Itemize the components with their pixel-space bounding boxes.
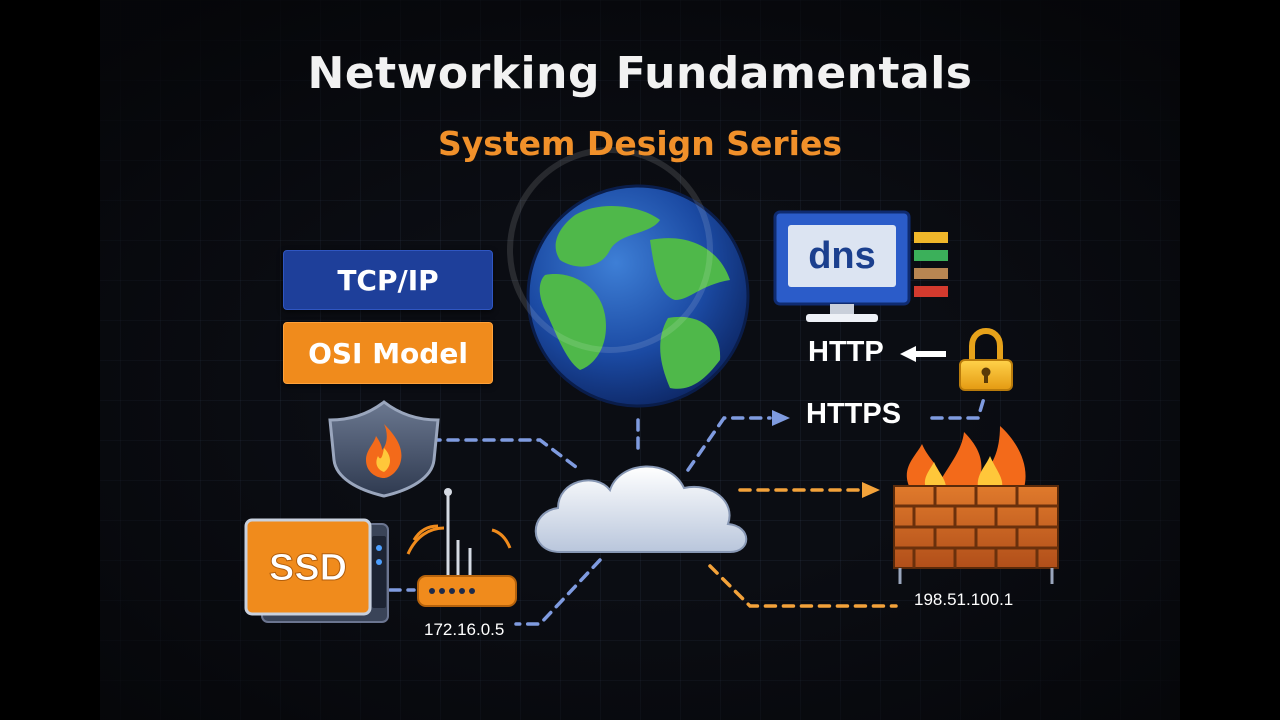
firewall-icon [893,426,1059,584]
status-bar-red [914,286,948,297]
osi-model-tag: OSI Model [283,322,493,384]
arrow-head-https [772,410,790,426]
ssd-icon [244,518,389,623]
connector-cloud-firewall-low [708,564,898,608]
monitor-label: dns [808,235,876,277]
arrow-head-firewall [862,482,880,498]
letterbox-right [1180,0,1280,720]
globe-icon [507,147,750,408]
connector-https-lock [930,396,986,420]
connector-cloud-router [514,558,602,626]
arrow-shaft-http [916,351,946,357]
flame-icon [366,424,402,478]
https-label: HTTPS [806,398,902,430]
cloud-icon [534,465,748,553]
router-ip-label: 172.16.0.5 [424,620,505,639]
status-bar-green [914,250,948,261]
page-title: Networking Fundamentals [307,48,973,99]
connector-shield-cloud [428,438,582,472]
connector-cloud-https [686,416,772,472]
status-bar-brown [914,268,948,279]
page-subtitle: System Design Series [437,124,843,163]
lock-icon [959,328,1013,391]
tcp-ip-tag: TCP/IP [283,250,493,310]
router-icon [406,488,517,607]
letterbox-left [0,0,100,720]
status-bar-yellow [914,232,948,243]
firewall-ip-label: 198.51.100.1 [914,590,1014,609]
ssd-label: SSD [269,547,347,589]
monitor-icon [773,210,948,322]
arrow-head-http [900,346,916,362]
connector-lines [388,352,986,626]
http-label: HTTP [808,336,884,368]
